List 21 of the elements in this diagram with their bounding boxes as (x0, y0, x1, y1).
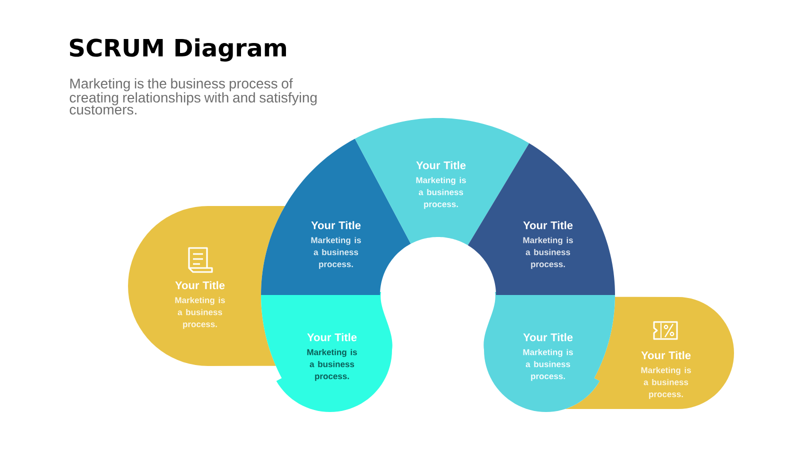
heading: Your Title (307, 333, 357, 342)
ring-segment (261, 138, 411, 295)
body-text: Marketing is a business process. (416, 176, 466, 209)
lobe-shape (484, 292, 615, 412)
body-text: Marketing is a business process. (641, 366, 691, 399)
body-text: Marketing is a business process. (311, 236, 361, 269)
body-text: Marketing is a business process. (307, 348, 357, 381)
pill-shape (128, 206, 286, 366)
body-text: Marketing is a business process. (523, 348, 573, 381)
body-text: Marketing is a business process. (175, 296, 225, 329)
lobe-shape (261, 292, 392, 412)
heading: Your Title (416, 161, 466, 170)
heading: Your Title (175, 281, 225, 290)
heading: Your Title (311, 221, 361, 230)
heading: Your Title (641, 351, 691, 360)
ring-segment (468, 143, 615, 295)
heading: Your Title (523, 221, 573, 230)
title: SCRUM Diagram (70, 38, 286, 62)
description: Marketing is the business process of creating relationships with and satisfying customers. (70, 78, 317, 115)
body-text: Marketing is a business process. (523, 236, 573, 269)
heading: Your Title (523, 333, 573, 342)
